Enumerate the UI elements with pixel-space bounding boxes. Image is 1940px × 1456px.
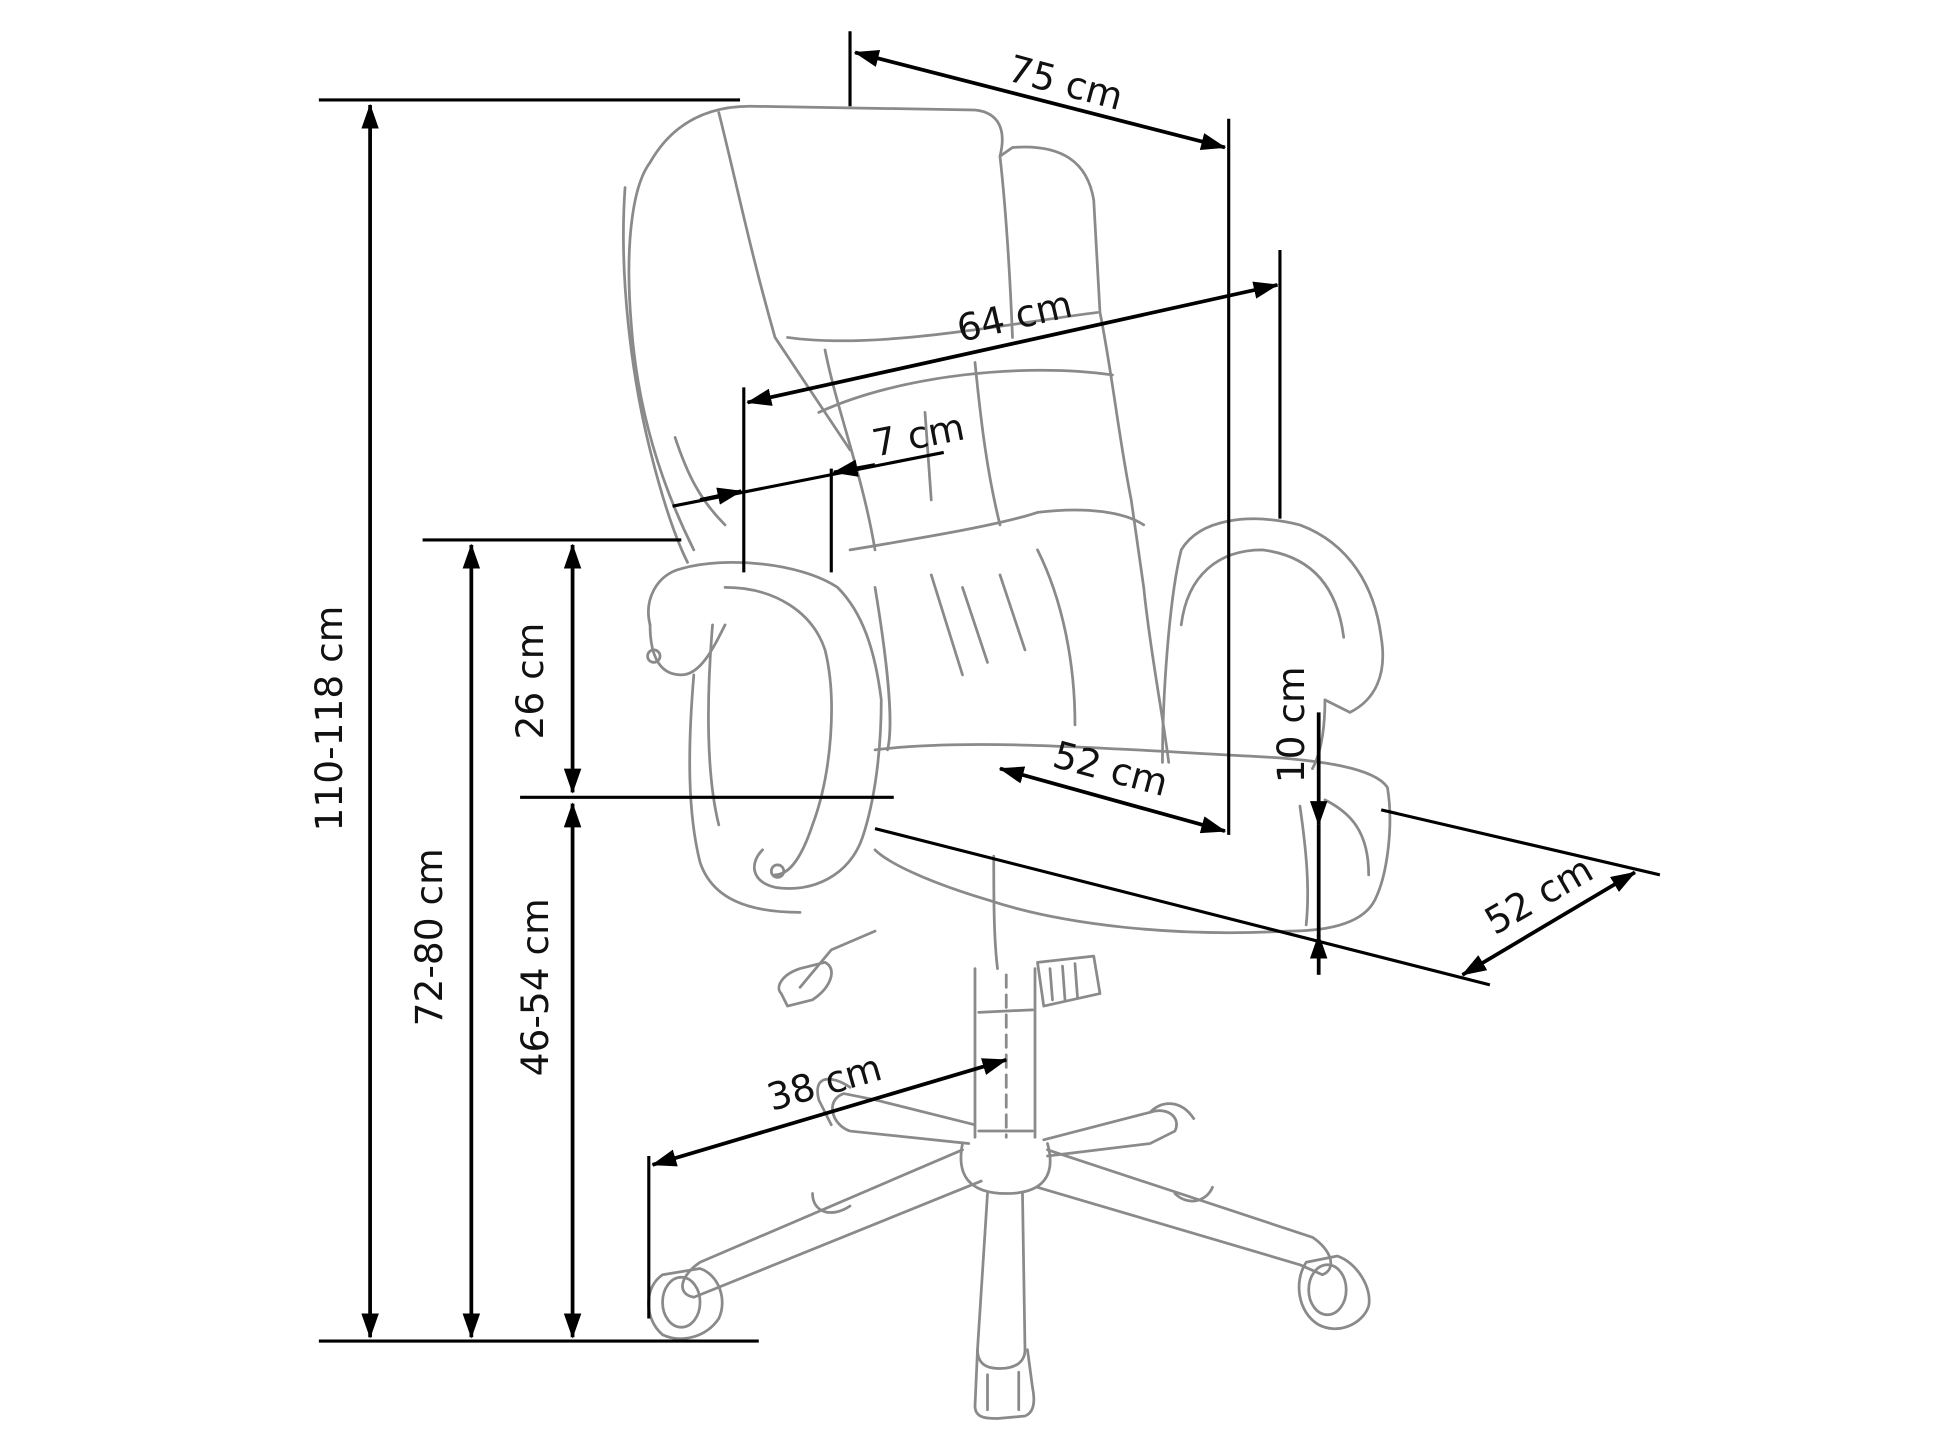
label-armrest-height: 72-80 cm [407, 848, 451, 1026]
seat-depth-arrow [1461, 870, 1636, 977]
backrest-height-arrow [746, 281, 1279, 406]
cushion-arrow-right [832, 459, 876, 477]
label-seat-height: 46-54 cm [513, 898, 557, 1076]
label-overall-height: 110-118 cm [307, 606, 351, 832]
dimension-labels: 110-118 cm 72-80 cm 26 cm 46-54 cm 75 cm… [307, 46, 1600, 1119]
label-armrest-above-seat: 26 cm [508, 623, 552, 740]
base-radius-arrow [651, 1058, 1008, 1167]
dimension-arrows [361, 49, 1636, 1339]
label-seat-thickness: 10 cm [1269, 667, 1313, 784]
cushion-arrow-left [699, 487, 743, 505]
extension-lines [318, 31, 1661, 1343]
overall-width-arrow [853, 49, 1227, 151]
label-seat-width: 52 cm [1049, 732, 1173, 805]
label-backrest-cushion: 7 cm [868, 405, 968, 466]
label-backrest-height: 64 cm [953, 282, 1077, 351]
seat-width-arrow [998, 766, 1227, 834]
